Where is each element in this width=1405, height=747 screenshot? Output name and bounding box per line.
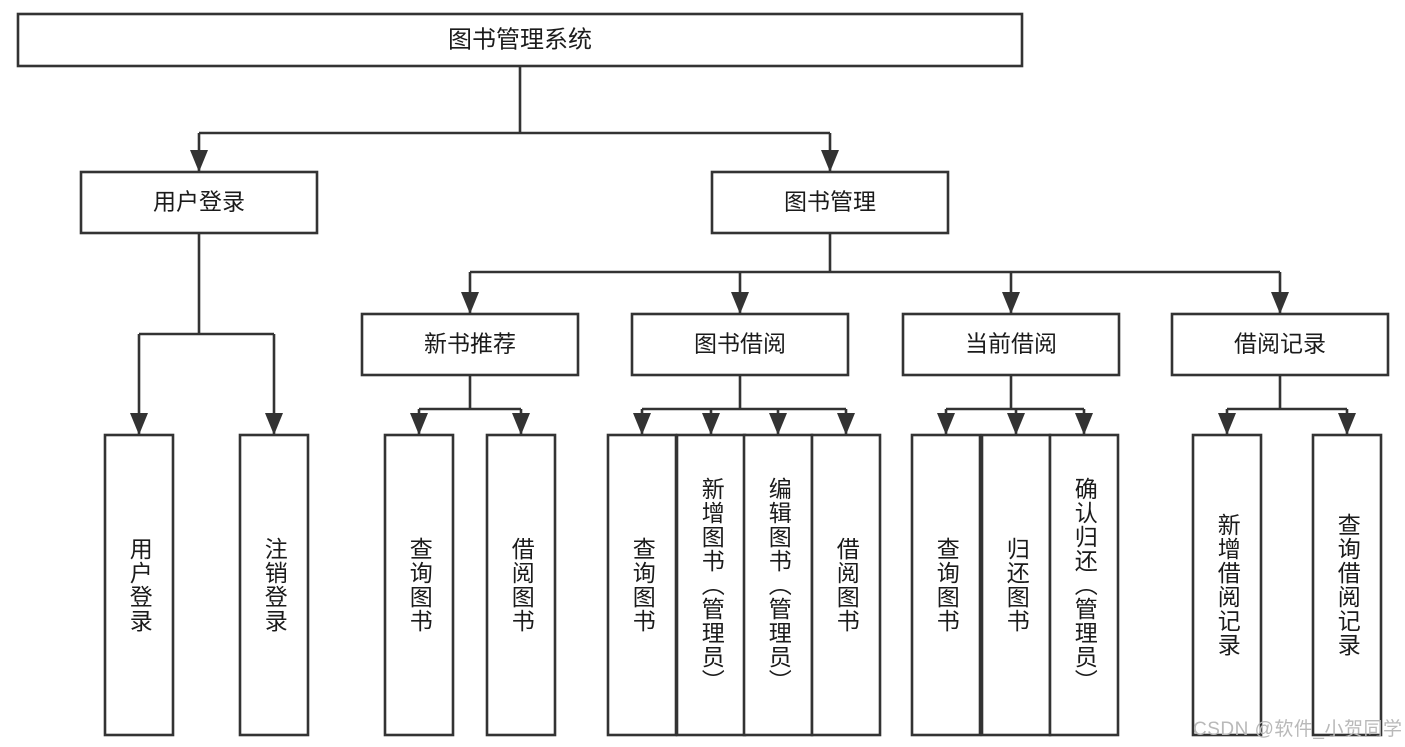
- level2-node-0-box[interactable]: [79, 170, 319, 235]
- leaf-node-12-box[interactable]: [1311, 433, 1383, 737]
- root-to-level2-arrow-0: [190, 150, 208, 172]
- level3-2-to-leaves-arrow-1: [1007, 413, 1025, 435]
- level3-1-to-leaves-arrow-3: [837, 413, 855, 435]
- level3-node-0-box[interactable]: [360, 312, 580, 377]
- leaf-node-5-box[interactable]: [675, 433, 747, 737]
- leaf-node-4-box[interactable]: [606, 433, 678, 737]
- leaf-node-10-box[interactable]: [1048, 433, 1120, 737]
- root-node-label: 图书管理系统: [448, 26, 592, 53]
- level3-1-to-leaves-arrow-2: [769, 413, 787, 435]
- leaf-node-0-box[interactable]: [103, 433, 175, 737]
- leaf-node-11-box[interactable]: [1191, 433, 1263, 737]
- level2-node-1-label: 图书管理: [784, 189, 876, 215]
- level3-node-2-label: 当前借阅: [965, 331, 1057, 357]
- level3-3-to-leaves-arrow-1: [1338, 413, 1356, 435]
- leaf-node-8-box[interactable]: [910, 433, 982, 737]
- root-to-level2-arrow-1: [821, 150, 839, 172]
- level3-node-3-box[interactable]: [1170, 312, 1390, 377]
- level3-node-1-label: 图书借阅: [694, 331, 786, 357]
- login-to-leaves-arrow-0: [130, 413, 148, 435]
- level2-to-level3-arrow-2: [1002, 292, 1020, 314]
- csdn-watermark: CSDN @软件_小贺同学: [1193, 719, 1403, 740]
- connector-lines-layer: [130, 66, 1356, 435]
- node-boxes-layer: [16, 12, 1390, 737]
- level3-1-to-leaves-arrow-1: [702, 413, 720, 435]
- level2-to-level3-arrow-0: [461, 292, 479, 314]
- level3-node-1-box[interactable]: [630, 312, 850, 377]
- level3-node-3-label: 借阅记录: [1234, 331, 1326, 357]
- level2-node-0-label: 用户登录: [153, 189, 245, 215]
- level3-node-2-box[interactable]: [901, 312, 1121, 377]
- level2-to-level3-arrow-3: [1271, 292, 1289, 314]
- leaf-node-3-box[interactable]: [485, 433, 557, 737]
- level3-node-0-label: 新书推荐: [424, 331, 516, 357]
- level2-to-level3-arrow-1: [731, 292, 749, 314]
- leaf-node-9-box[interactable]: [980, 433, 1052, 737]
- login-to-leaves-arrow-1: [265, 413, 283, 435]
- leaf-node-1-box[interactable]: [238, 433, 310, 737]
- level3-0-to-leaves-arrow-0: [410, 413, 428, 435]
- level3-1-to-leaves-arrow-0: [633, 413, 651, 435]
- level3-0-to-leaves-arrow-1: [512, 413, 530, 435]
- leaf-node-7-box[interactable]: [810, 433, 882, 737]
- root-node-box[interactable]: [16, 12, 1024, 68]
- level3-3-to-leaves-arrow-0: [1218, 413, 1236, 435]
- level2-node-1-box[interactable]: [710, 170, 950, 235]
- leaf-node-6-box[interactable]: [742, 433, 814, 737]
- leaf-node-2-box[interactable]: [383, 433, 455, 737]
- level3-2-to-leaves-arrow-2: [1075, 413, 1093, 435]
- level3-2-to-leaves-arrow-0: [937, 413, 955, 435]
